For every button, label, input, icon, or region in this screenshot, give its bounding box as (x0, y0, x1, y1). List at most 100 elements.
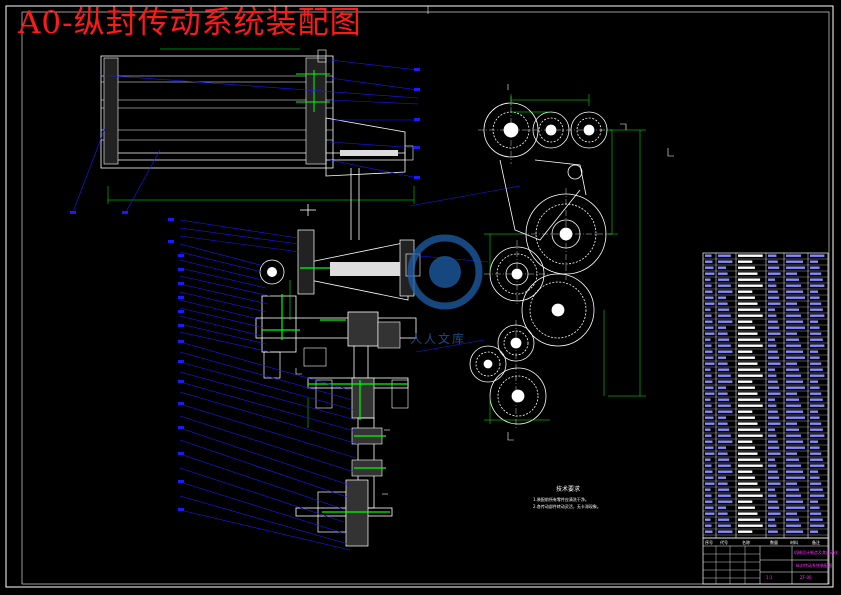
watermark-logo (407, 234, 483, 310)
parts-cell-text (738, 362, 758, 365)
parts-cell-text (738, 410, 753, 413)
parts-cell-text (786, 488, 799, 491)
parts-cell-text (718, 464, 731, 467)
parts-cell-text (768, 494, 777, 497)
parts-cell-text (810, 404, 825, 407)
parts-cell-text (810, 374, 825, 377)
parts-cell-text (768, 530, 778, 533)
parts-cell-text (786, 410, 803, 413)
parts-cell-text (768, 338, 775, 341)
parts-cell-text (768, 422, 781, 425)
parts-cell-text (705, 290, 713, 293)
parts-cell-text (786, 512, 797, 515)
parts-cell-text (705, 476, 714, 479)
parts-cell-text (768, 524, 777, 527)
parts-cell-text (768, 368, 775, 371)
parts-cell-text (786, 272, 797, 275)
parts-cell-text (738, 464, 763, 467)
parts-cell-text (738, 440, 753, 443)
parts-cell-text (718, 488, 730, 491)
title-block-header-name: 名称 (742, 540, 750, 545)
parts-cell-text (810, 392, 822, 395)
parts-cell-text (768, 266, 780, 269)
parts-cell-text (705, 302, 715, 305)
parts-cell-text (718, 524, 731, 527)
parts-cell-text (786, 404, 801, 407)
leader-tags (70, 68, 420, 511)
parts-cell-text (718, 398, 730, 401)
parts-cell-text (810, 308, 823, 311)
parts-cell-text (810, 332, 822, 335)
parts-cell-text (810, 470, 818, 473)
parts-cell-text (786, 380, 803, 383)
parts-cell-text (738, 416, 755, 419)
parts-cell-text (768, 512, 781, 515)
parts-cell-text (705, 284, 712, 287)
parts-cell-text (768, 518, 775, 521)
parts-cell-text (738, 476, 755, 479)
parts-cell-text (810, 524, 825, 527)
parts-cell-text (718, 338, 730, 341)
parts-cell-text (786, 506, 805, 509)
parts-cell-text (718, 440, 733, 443)
parts-cell-text (705, 458, 711, 461)
parts-cell-text (718, 482, 728, 485)
parts-cell-text (768, 398, 775, 401)
parts-cell-text (705, 470, 713, 473)
parts-cell-text (718, 272, 728, 275)
parts-cell-text (810, 500, 818, 503)
parts-cell-text (768, 428, 775, 431)
parts-cell-text (718, 356, 726, 359)
parts-cell-text (738, 272, 758, 275)
parts-cell-text (705, 326, 714, 329)
parts-cell-text (738, 332, 758, 335)
parts-cell-text (786, 470, 803, 473)
parts-cell-text (810, 296, 820, 299)
parts-cell-text (768, 464, 777, 467)
parts-cell-text (768, 482, 781, 485)
parts-cell-text (718, 374, 731, 377)
parts-cell-text (718, 392, 728, 395)
parts-cell-text (705, 386, 714, 389)
parts-cell-text (768, 488, 775, 491)
parts-cell-text (705, 314, 712, 317)
parts-cell-text (738, 524, 763, 527)
roller-assembly (72, 48, 419, 213)
parts-cell-text (738, 320, 753, 323)
title-block-school: 机械设计制造及其自动化 (794, 550, 838, 555)
parts-cell-text (718, 320, 733, 323)
parts-cell-text (810, 488, 823, 491)
parts-cell-text (718, 296, 726, 299)
parts-cell-text (786, 362, 797, 365)
parts-cell-text (705, 254, 712, 257)
parts-cell-text (810, 476, 820, 479)
parts-cell-text (705, 500, 713, 503)
parts-cell-text (810, 350, 818, 353)
parts-cell-text (768, 284, 777, 287)
parts-cell-text (705, 350, 713, 353)
parts-cell-text (705, 362, 715, 365)
parts-cell-text (786, 482, 797, 485)
parts-cell-text (768, 410, 778, 413)
parts-cell-text (810, 284, 825, 287)
parts-cell-text (810, 398, 823, 401)
parts-cell-text (768, 458, 775, 461)
parts-cell-text (705, 452, 715, 455)
section-marks (295, 84, 674, 495)
parts-cell-text (738, 404, 763, 407)
parts-cell-text (738, 434, 763, 437)
parts-cell-text (705, 446, 714, 449)
parts-cell-text (786, 374, 801, 377)
parts-cell-text (786, 302, 797, 305)
lower-shaft-assembly (295, 377, 409, 547)
parts-cell-text (718, 458, 730, 461)
parts-cell-text (786, 476, 805, 479)
parts-cell-text (738, 254, 763, 257)
parts-cell-text (810, 344, 825, 347)
title-block-drawing-no: ZF-00 (800, 575, 812, 580)
parts-cell-text (786, 368, 799, 371)
parts-cell-text (768, 350, 778, 353)
parts-cell-text (718, 518, 730, 521)
parts-cell-text (768, 500, 778, 503)
